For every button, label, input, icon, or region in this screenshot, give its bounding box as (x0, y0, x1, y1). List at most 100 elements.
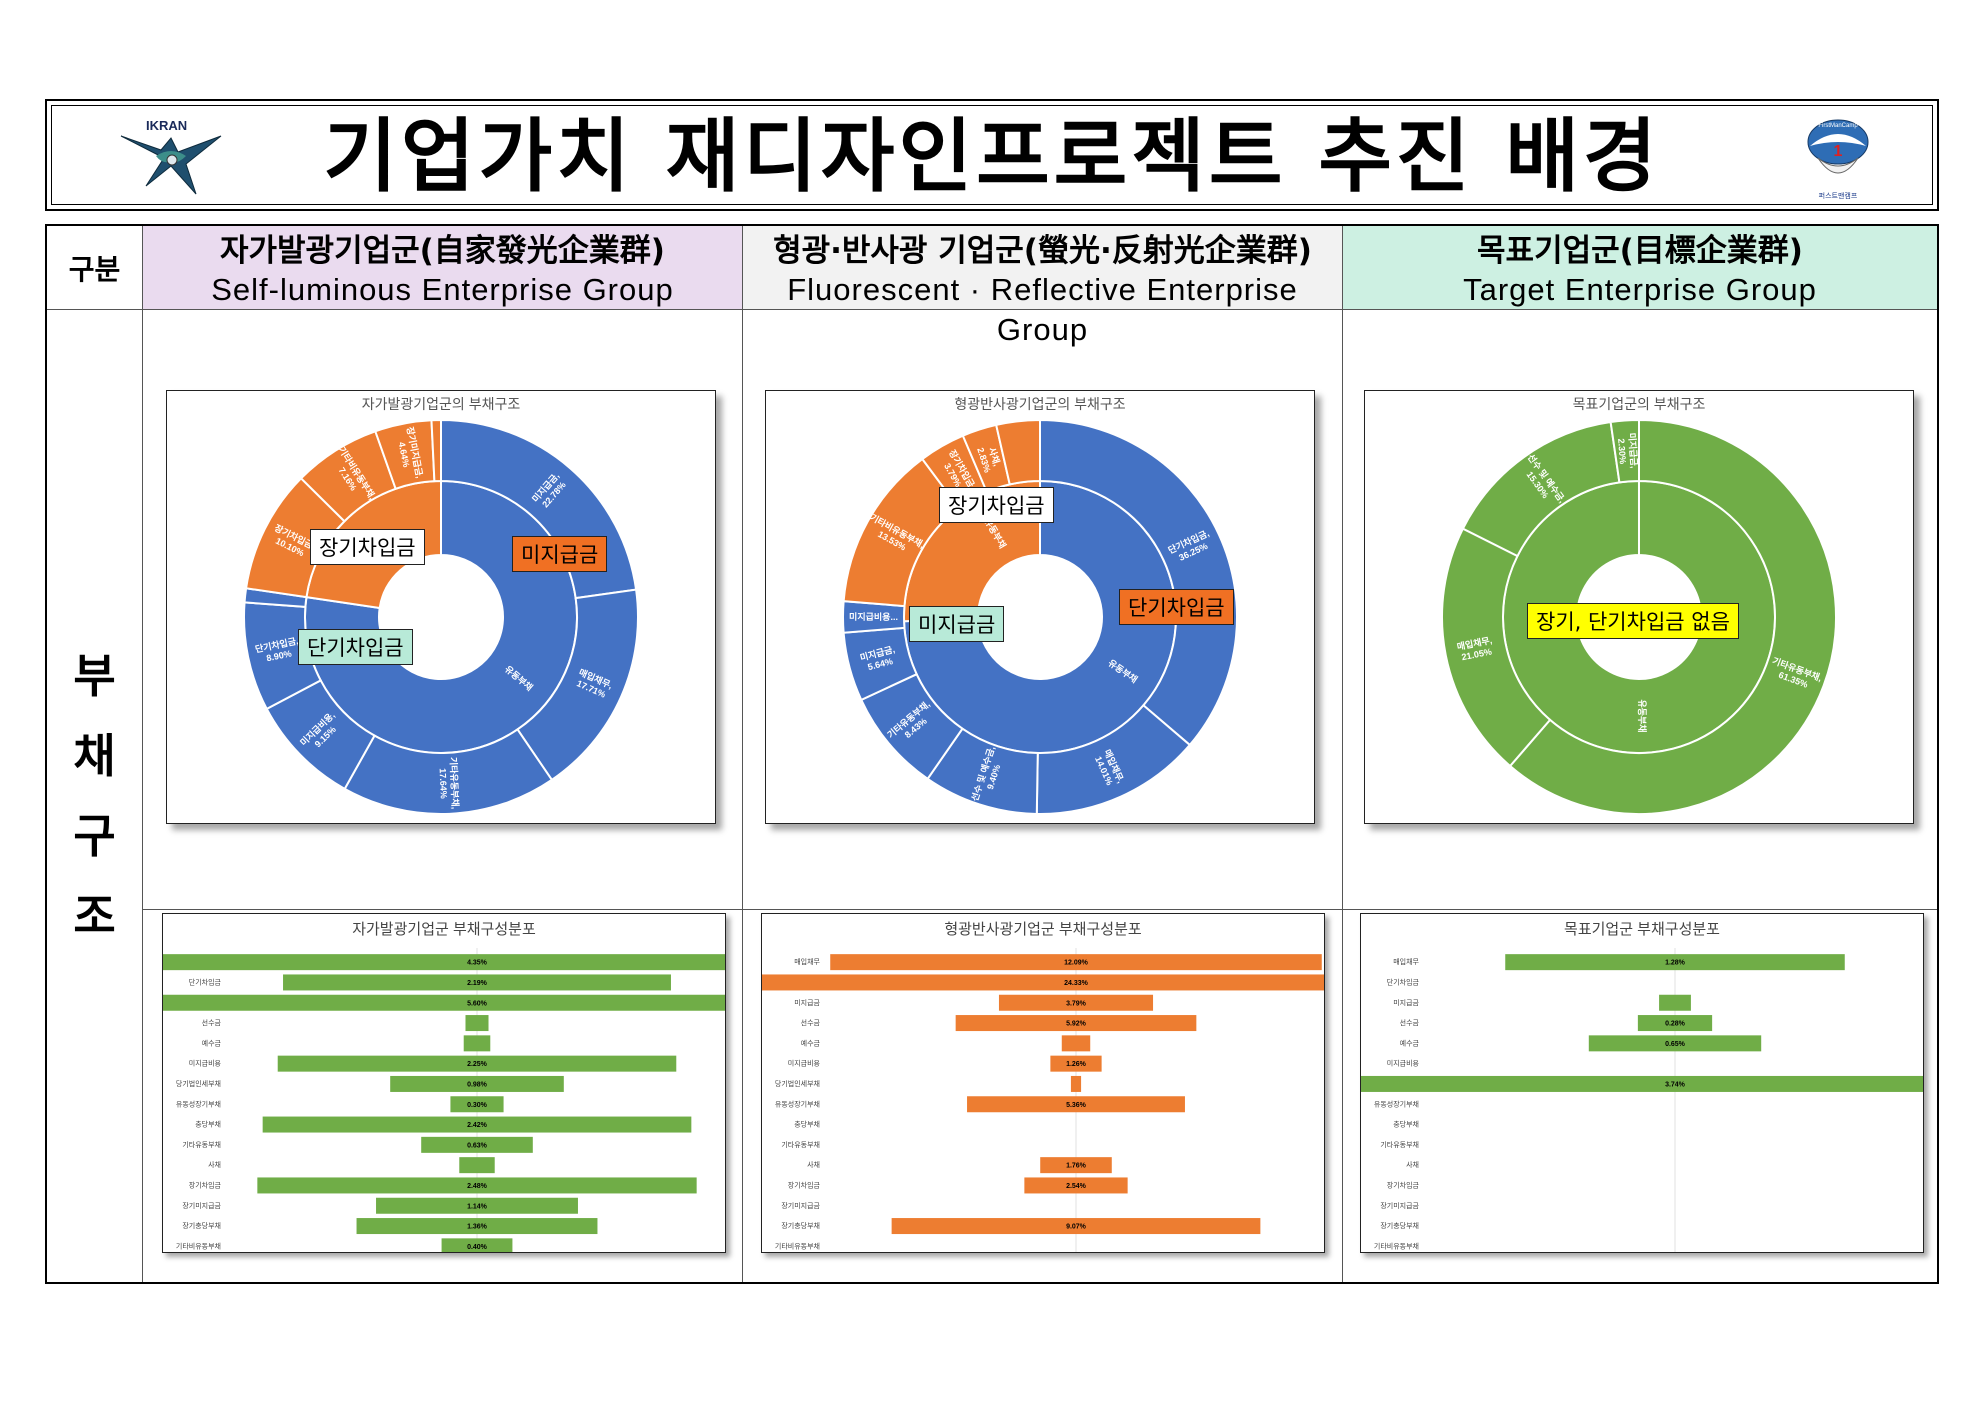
bar-value-label: 1.28% (1665, 960, 1686, 967)
bar-mark (762, 974, 1324, 991)
bar-category-label: 충당부채 (794, 1120, 820, 1129)
bar-value-label: 0.63% (467, 1142, 488, 1149)
bar-mark (277, 1055, 677, 1072)
column-header-target: 목표기업군(目標企業群) Target Enterprise Group (1343, 226, 1937, 310)
bar-mark (459, 1157, 495, 1174)
bar-value-label: 1.76% (1066, 1163, 1087, 1170)
bar-mark (1024, 1177, 1128, 1194)
bar-value-label: 24.33% (1064, 980, 1089, 987)
sunburst-data-label: 기타유동부채,17.64% (437, 757, 461, 810)
tag-long-term-borrowings: 장기차입금 (310, 529, 425, 565)
bar-value-label: 12.09% (1064, 960, 1089, 967)
firstmancamp-logo-top-text: FirstManCamp (1818, 123, 1858, 129)
bar-category-label: 장기미지급금 (781, 1201, 820, 1210)
bar-category-label: 사채 (807, 1160, 820, 1169)
bar-value-label: 1.36% (467, 1224, 488, 1231)
cell-sunburst-1 (143, 310, 743, 910)
bar-mark (1040, 1157, 1112, 1174)
tag-long-term-borrowings: 장기차입금 (939, 487, 1054, 523)
column-header-kr: 목표기업군(目標企業群) (1477, 233, 1803, 269)
bar-category-label: 장기차입금 (1387, 1180, 1420, 1189)
bar-mark (390, 1075, 564, 1092)
row-label-debt-structure: 부채구조 (47, 310, 143, 1282)
bar-mark (463, 1035, 491, 1052)
bar-category-label: 예수금 (801, 1038, 821, 1047)
bar-category-label: 유동성장기부채 (176, 1099, 221, 1108)
bar-svg: 형광반사광기업군 부채구성분포매입채무12.09%단기차입금24.33%미지급금… (762, 921, 1324, 1252)
sunburst-outer-slice (1039, 418, 1238, 747)
cell-bar-1 (143, 910, 743, 1282)
bar-svg: 자가발광기업군 부채구성분포매입채무4.35%단기차입금2.19%미지급금5.6… (163, 921, 725, 1252)
bar-mark (1050, 1055, 1102, 1072)
bar-value-label: 0.98% (467, 1081, 488, 1088)
sunburst-inner-label: 유동부채 (1637, 699, 1648, 732)
bar-value-label: 0.65% (1665, 1041, 1686, 1048)
bar-chart-title: 목표기업군 부채구성분포 (1564, 921, 1720, 938)
bar-mark (421, 1136, 533, 1153)
bar-category-label: 사채 (1406, 1160, 1419, 1169)
bar-value-label: 3.74% (1665, 1081, 1686, 1088)
sunburst-svg: 자가발광기업군의 부채구조미지급금,22.78%매입채무,17.71%기타유동부… (243, 396, 639, 815)
bar-category-label: 미지급비용 (788, 1059, 821, 1068)
bar-value-label: 4.35% (467, 960, 488, 967)
bar-mark (1659, 994, 1691, 1011)
title-box: IKRAN 기업가치 재디자인프로젝트 추진 배경 FirstManCamp 1… (45, 99, 1939, 211)
bar-mark (376, 1197, 578, 1214)
bar-chart-title: 형광반사광기업군 부채구성분포 (944, 921, 1142, 938)
bar-category-label: 장기충당부채 (182, 1221, 221, 1230)
cell-bar-2 (743, 910, 1343, 1282)
sunburst-title: 목표기업군의 부채구조 (1573, 396, 1706, 412)
bar-category-label: 장기충당부채 (1380, 1221, 1419, 1230)
bar-mark (257, 1177, 697, 1194)
bar-category-label: 유동성장기부채 (775, 1099, 820, 1108)
bar-mark (163, 954, 725, 971)
title-inner-border: IKRAN 기업가치 재디자인프로젝트 추진 배경 FirstManCamp 1… (51, 105, 1933, 205)
page-title: 기업가치 재디자인프로젝트 추진 배경 (323, 110, 1661, 203)
bar-category-label: 예수금 (202, 1038, 222, 1047)
cell-sunburst-2 (743, 310, 1343, 910)
column-header-fluorescent: 형광·반사광 기업군(螢光·反射光企業群) Fluorescent · Refl… (743, 226, 1343, 347)
sunburst-outer-slice (430, 418, 442, 483)
bar-category-label: 매입채무 (794, 957, 820, 966)
ikran-logo-text: IKRAN (146, 118, 187, 133)
bar-value-label: 1.26% (1066, 1061, 1087, 1068)
bar-mark (891, 1218, 1261, 1235)
bar-mark (1637, 1015, 1713, 1032)
bar-value-label: 2.25% (467, 1061, 488, 1068)
tag-unpaid: 미지급금 (512, 536, 608, 572)
bar-mark (1061, 1035, 1091, 1052)
corner-label: 구분 (47, 226, 143, 310)
tag-unpaid: 미지급금 (909, 606, 1005, 642)
bar-value-label: 0.40% (467, 1244, 488, 1251)
bar-category-label: 충당부채 (195, 1120, 221, 1129)
bar-mark (955, 1015, 1197, 1032)
bar-category-label: 예수금 (1400, 1038, 1420, 1047)
bar-category-label: 유동성장기부채 (1374, 1099, 1419, 1108)
bar-category-label: 기타유동부채 (1380, 1140, 1419, 1149)
svg-text:1: 1 (1834, 143, 1843, 160)
column-header-kr: 형광·반사광 기업군(螢光·反射光企業群) (773, 233, 1312, 269)
bar-category-label: 선수금 (801, 1018, 821, 1027)
tag-no-borrowings: 장기, 단기차입금 없음 (1527, 603, 1739, 639)
bar-value-label: 5.36% (1066, 1102, 1087, 1109)
bar-category-label: 충당부채 (1393, 1120, 1419, 1129)
bar-category-label: 장기차입금 (788, 1180, 821, 1189)
sunburst-outer-slice (1508, 418, 1837, 815)
bar-mark (967, 1096, 1185, 1113)
bar-mark (262, 1116, 692, 1133)
bar-category-label: 단기차입금 (189, 977, 222, 986)
bar-category-label: 미지급금 (794, 998, 820, 1007)
bar-category-label: 선수금 (1400, 1018, 1420, 1027)
bar-mark (1588, 1035, 1762, 1052)
bar-category-label: 사채 (208, 1160, 221, 1169)
bar-category-label: 선수금 (202, 1018, 222, 1027)
sunburst-outer-slice (994, 418, 1041, 486)
bar-mark (830, 954, 1322, 971)
bar-category-label: 미지급비용 (189, 1059, 222, 1068)
